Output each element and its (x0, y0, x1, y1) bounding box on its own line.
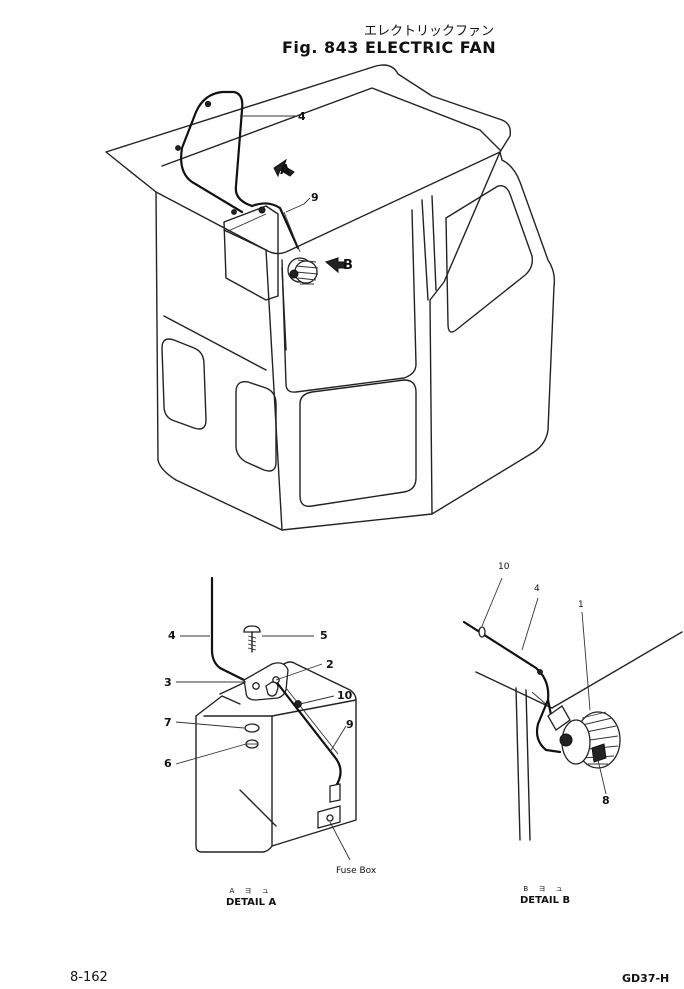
model-code: GD37-H (622, 972, 670, 985)
figure-title: Fig. 843 ELECTRIC FAN (282, 38, 497, 57)
page-number: 8-162 (70, 970, 108, 985)
callout-4-detail-a: 4 (168, 629, 176, 642)
detail-a-label: DETAIL A (226, 897, 277, 908)
detail-b-sub-label: B ヨ ュ (523, 885, 567, 893)
callout-9-detail-a: 9 (346, 718, 354, 731)
callout-2-detail-a: 2 (326, 658, 334, 671)
detail-a-sub-label: A ヨ ュ (229, 887, 273, 895)
callout-7-detail-a: 7 (164, 716, 172, 729)
callout-5-detail-a: 5 (320, 629, 328, 642)
detail-b-caption: B ヨ ュ DETAIL B (520, 884, 570, 906)
callout-9-main: 9 (311, 191, 319, 204)
callout-8-detail-b: 8 (602, 794, 610, 807)
callout-3-detail-a: 3 (164, 676, 172, 689)
detail-b-label: DETAIL B (520, 895, 571, 906)
detail-b-illustration (462, 577, 683, 841)
figure-title-japanese: エレクトリックファン (364, 24, 495, 39)
callout-10-detail-a: 10 (337, 689, 353, 702)
detail-a-illustration (175, 576, 357, 861)
callout-6-detail-a: 6 (164, 757, 172, 770)
callout-1-detail-b: 1 (578, 600, 584, 610)
callout-4-detail-b: 4 (534, 584, 540, 594)
callout-10-detail-b: 10 (498, 562, 510, 572)
detail-a-caption: A ヨ ュ DETAIL A (226, 886, 276, 908)
fuse-box-label: Fuse Box (336, 866, 377, 876)
cab-illustration (105, 64, 556, 531)
callout-4-main: 4 (298, 110, 306, 123)
arrow-a-label: A (280, 163, 291, 178)
arrow-b-label: B (343, 258, 353, 273)
